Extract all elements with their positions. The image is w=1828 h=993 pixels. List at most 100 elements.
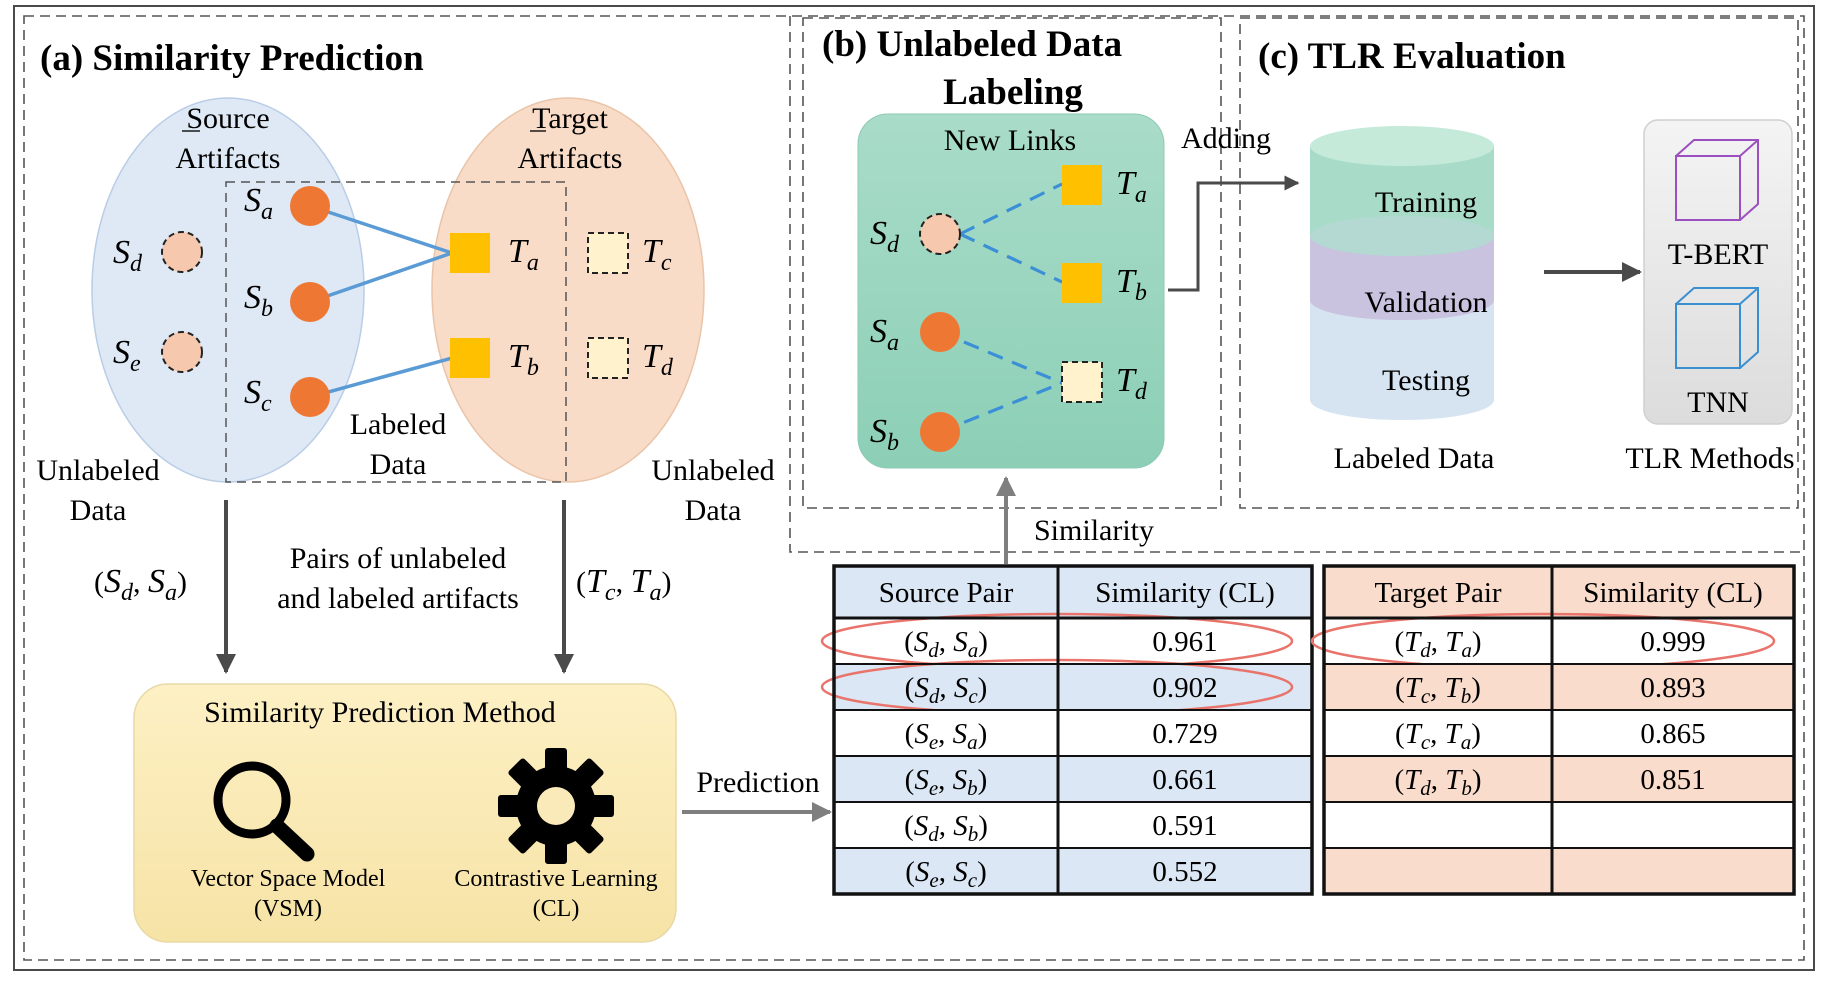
label-sd: Sd	[113, 234, 143, 277]
target-row	[1324, 802, 1794, 848]
newlink-sd-tb	[959, 232, 1063, 284]
source-label-line1: Source	[186, 102, 269, 135]
source-row	[834, 848, 1312, 894]
nl-label-sa: Sa	[870, 313, 899, 356]
source-value-cell: 0.961	[1152, 626, 1217, 658]
source-pair-cell: (Sd, Sb)	[904, 810, 988, 846]
target-header	[1324, 566, 1794, 618]
source-row	[834, 756, 1312, 802]
source-pair-table: Source Pair Similarity (CL) (Sd, Sa) 0.961 (…	[820, 564, 1314, 896]
right-pair-text: (Tc, Ta)	[576, 563, 672, 606]
target-table-border	[1322, 564, 1796, 896]
gear-icon	[498, 748, 614, 864]
target-pair-cell: (Td, Tb)	[1394, 764, 1481, 800]
label-ta: Ta	[508, 233, 539, 276]
node-ta	[450, 233, 490, 273]
source-row	[834, 802, 1312, 848]
pairs-caption-line1: Pairs of unlabeled	[290, 542, 507, 575]
vsm-label-line1: Vector Space Model	[191, 866, 386, 892]
link-sa-ta	[309, 204, 453, 255]
cl-label-line2: (CL)	[533, 896, 580, 922]
source-header-cell: Similarity (CL)	[1095, 577, 1275, 609]
source-pair-cell: (Sd, Sa)	[904, 626, 988, 662]
label-se: Se	[113, 334, 141, 377]
unlabeled-right-line2: Data	[685, 494, 742, 527]
source-row	[834, 664, 1312, 710]
cl-label-line1: Contrastive Learning	[454, 866, 657, 892]
source-value-cell: 0.729	[1152, 718, 1217, 750]
newlink-sd-ta	[959, 182, 1063, 236]
unlabeled-left-line1: Unlabeled	[36, 454, 159, 487]
source-pair-cell: (Se, Sb)	[905, 764, 988, 800]
target-row	[1324, 710, 1794, 756]
node-se	[161, 331, 203, 373]
node-td	[587, 337, 629, 379]
panel-b-title-line2: Labeling	[943, 72, 1083, 113]
arrow-adding	[1168, 175, 1300, 292]
newlink-sb-td	[939, 381, 1063, 434]
labeled-data-line2: Data	[370, 448, 427, 481]
training-label: Training	[1375, 186, 1477, 219]
labeled-data-caption: Labeled Data	[1334, 442, 1495, 475]
panel-b-title-line1: (b) Unlabeled Data	[822, 24, 1122, 65]
method-title: Similarity Prediction Method	[204, 696, 556, 729]
target-pair-cell: (Tc, Ta)	[1395, 718, 1481, 754]
newlink-sa-td	[939, 330, 1063, 385]
target-row	[1324, 848, 1794, 894]
testing-label: Testing	[1382, 364, 1470, 397]
labeled-data-line1: Labeled	[350, 408, 447, 441]
source-header-cell: Source Pair	[879, 577, 1014, 609]
source-pair-cell: (Se, Sa)	[905, 718, 988, 754]
method-box	[133, 683, 677, 943]
source-pair-cell: (Se, Sc)	[905, 856, 987, 892]
nl-node-sd	[919, 213, 961, 255]
link-sb-ta	[309, 251, 453, 304]
source-value-cell: 0.591	[1152, 810, 1217, 842]
source-row	[834, 618, 1312, 664]
unlabeled-right-line1: Unlabeled	[651, 454, 774, 487]
source-value-cell: 0.661	[1152, 764, 1217, 796]
nl-label-sb: Sb	[870, 413, 899, 456]
label-sa: Sa	[244, 182, 273, 225]
left-pair-text: (Sd, Sa)	[94, 563, 187, 606]
node-tb	[450, 338, 490, 378]
tnn-label: TNN	[1687, 386, 1749, 419]
validation-label: Validation	[1364, 286, 1487, 319]
target-value-cell: 0.999	[1640, 626, 1705, 658]
target-value-cell: 0.893	[1640, 672, 1705, 704]
adding-label: Adding	[1181, 122, 1271, 155]
right-region-border	[789, 16, 1804, 553]
dataset-cylinder	[1310, 126, 1494, 420]
nl-label-tb: Tb	[1116, 263, 1147, 306]
search-icon	[213, 761, 315, 862]
vsm-label-line2: (VSM)	[254, 896, 322, 922]
node-tc	[587, 232, 629, 274]
target-row	[1324, 756, 1794, 802]
labeled-data-box	[225, 181, 567, 483]
node-sb	[290, 282, 330, 322]
target-pair-cell: (Tc, Tb)	[1395, 672, 1481, 708]
pairs-caption-line2: and labeled artifacts	[277, 582, 519, 615]
node-sd	[161, 231, 203, 273]
panel-c-frame	[1239, 17, 1799, 509]
source-pair-cell: (Sd, Sc)	[905, 672, 988, 708]
prediction-label: Prediction	[696, 766, 819, 799]
similarity-label: Similarity	[1034, 514, 1154, 547]
panel-b-frame	[802, 17, 1222, 509]
target-pair-cell: (Td, Ta)	[1394, 626, 1481, 662]
source-value-cell: 0.552	[1152, 856, 1217, 888]
new-links-title: New Links	[944, 124, 1076, 157]
target-artifacts-set	[431, 97, 705, 483]
label-sb: Sb	[244, 279, 273, 322]
label-tc: Tc	[642, 233, 672, 276]
target-value-cell: 0.851	[1640, 764, 1705, 796]
target-label-line1: Target	[532, 102, 608, 135]
source-table-border	[832, 564, 1314, 896]
target-header-cell: Target Pair	[1374, 577, 1501, 609]
link-sc-tb	[309, 356, 453, 399]
target-value-cell: 0.865	[1640, 718, 1705, 750]
nl-node-ta	[1062, 165, 1102, 205]
unlabeled-left-line2: Data	[70, 494, 127, 527]
nl-node-sb	[920, 412, 960, 452]
